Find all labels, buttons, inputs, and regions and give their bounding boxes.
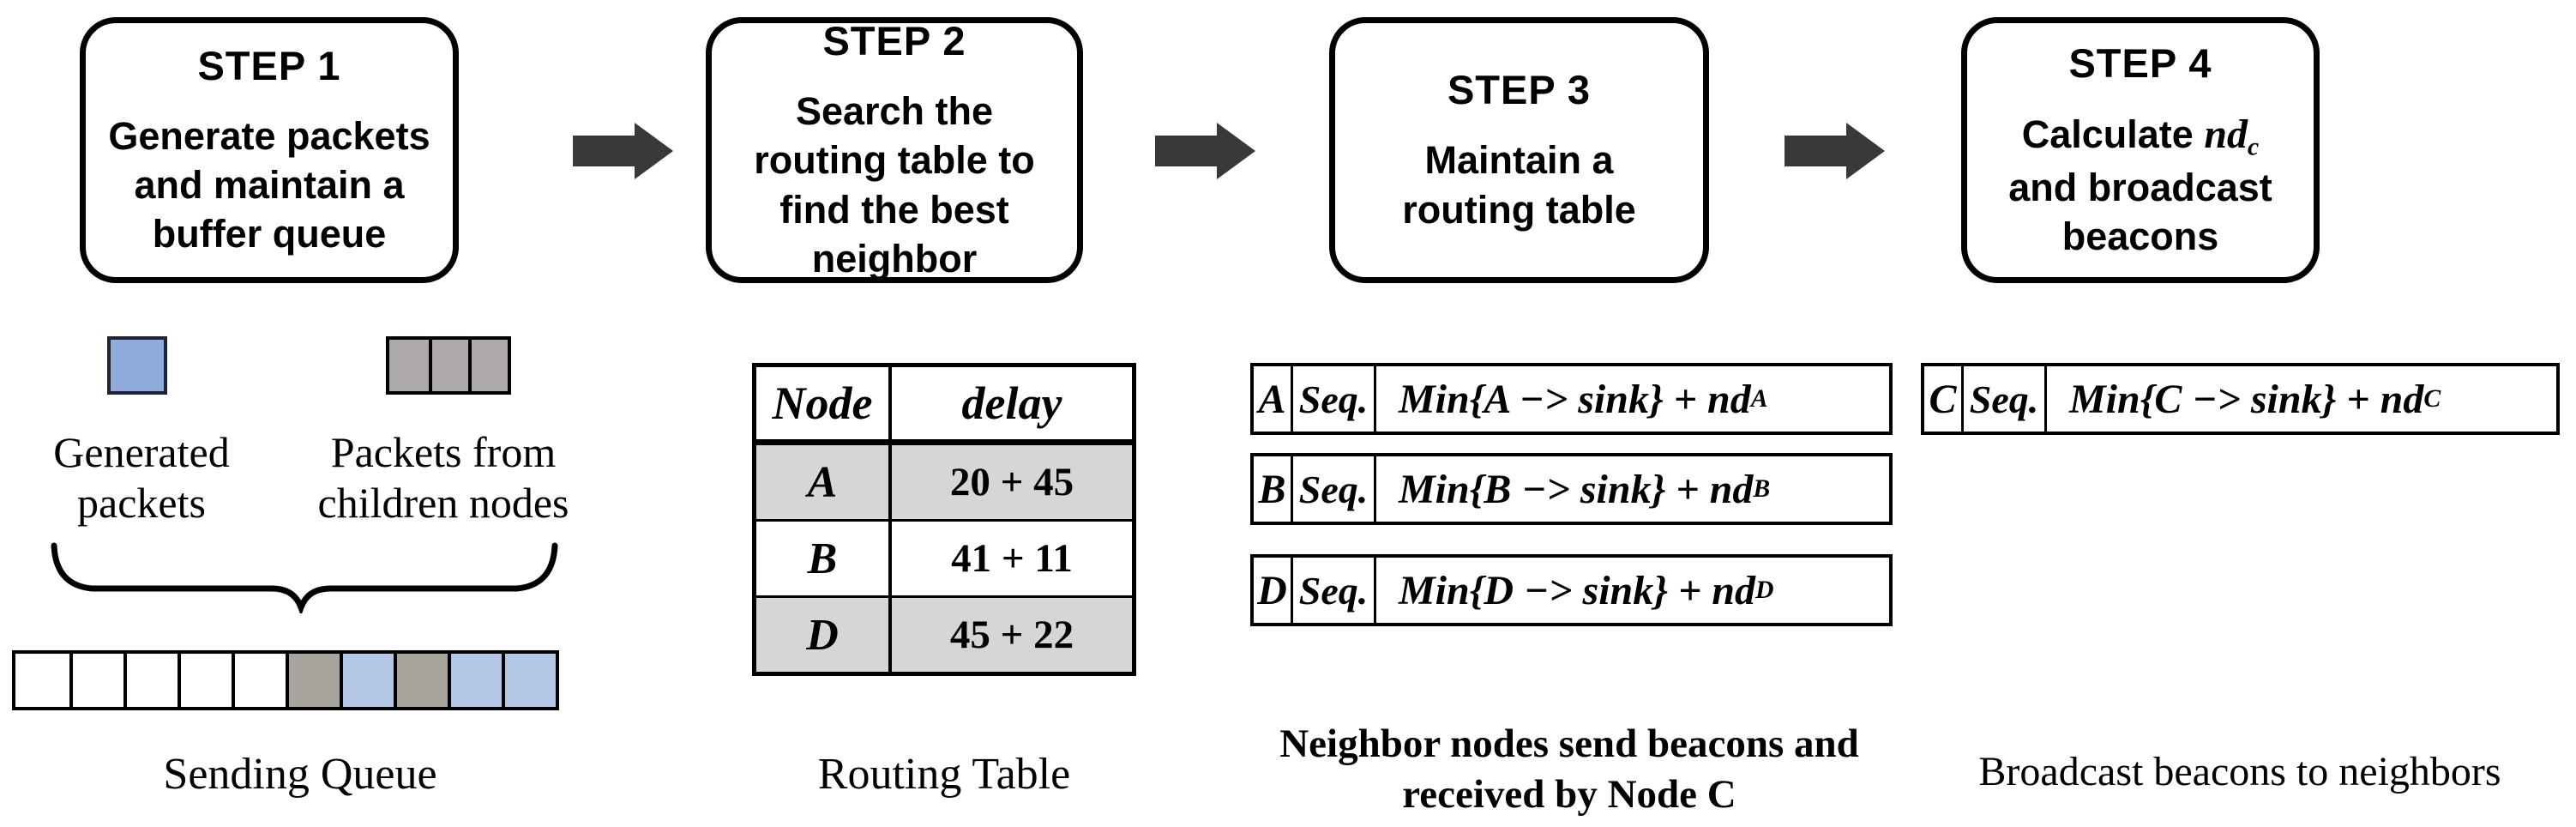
routing-table-row-b: B 41 + 11 <box>756 519 1132 595</box>
step4-description: Calculate ndc and broadcast beacons <box>1983 109 2298 261</box>
queue-cell <box>15 654 69 707</box>
beacon-seq: Seq. <box>1293 558 1376 623</box>
queue-cell <box>123 654 178 707</box>
routing-table: Node delay A 20 + 45 B 41 + 11 D 45 + 22 <box>752 363 1136 676</box>
routing-table-delay: 41 + 11 <box>951 536 1073 581</box>
routing-table-delay: 45 + 22 <box>949 613 1074 657</box>
generated-packet-square <box>107 336 167 395</box>
step4-text-suffix: and broadcast beacons <box>2008 165 2272 259</box>
queue-cell <box>340 654 394 707</box>
routing-table-header-row: Node delay <box>756 367 1132 443</box>
routing-table-caption: Routing Table <box>817 750 1071 799</box>
routing-table-delay: 20 + 45 <box>949 460 1074 504</box>
beacon-seq: Seq. <box>1293 456 1376 522</box>
broadcast-beacons-caption: Broadcast beacons to neighbors <box>1978 749 2501 794</box>
step3-box: STEP 3 Maintain a routing table <box>1329 17 1709 283</box>
queue-cell <box>232 654 286 707</box>
curly-brace <box>51 542 558 613</box>
received-beacons-caption: Neighbor nodes send beacons and received… <box>1279 721 1859 817</box>
step4-box: STEP 4 Calculate ndc and broadcast beaco… <box>1961 17 2320 283</box>
step2-description: Search the routing table to find the bes… <box>754 89 1035 281</box>
routing-table-header-delay: delay <box>961 377 1062 429</box>
children-packet-cell <box>429 340 468 391</box>
beacon-node: C <box>1924 366 1964 432</box>
children-packet-cell <box>468 340 508 391</box>
beacon-node: D <box>1254 558 1293 623</box>
beacon-node: A <box>1254 366 1293 432</box>
beacon-seq: Seq. <box>1293 366 1376 432</box>
queue-cell <box>178 654 232 707</box>
arrow-step2-to-step3-icon <box>1155 123 1255 179</box>
beacon-formula-subscript: A <box>1750 384 1768 413</box>
sending-queue <box>12 650 559 710</box>
routing-table-node: A <box>756 445 892 519</box>
beacon-formula-subscript: B <box>1753 474 1771 503</box>
routing-table-node: D <box>756 598 892 672</box>
step3-description: Maintain a routing table <box>1402 138 1636 232</box>
queue-cell <box>448 654 502 707</box>
queue-cell <box>394 654 448 707</box>
step2-box: STEP 2 Search the routing table to find … <box>706 17 1083 283</box>
step4-text-prefix: Calculate <box>2021 112 2205 156</box>
beacon-formula-text: Min{C −> sink} + nd <box>2069 376 2424 422</box>
nd-subscript: c <box>2248 132 2260 161</box>
generated-packets-label: Generated packets <box>53 428 230 527</box>
beacon-seq: Seq. <box>1964 366 2047 432</box>
beacon-node: B <box>1254 456 1293 522</box>
arrow-step3-to-step4-icon <box>1785 123 1885 179</box>
step3-title: STEP 3 <box>1447 67 1592 113</box>
step1-description: Generate packets and maintain a buffer q… <box>108 113 430 257</box>
routing-table-node: B <box>756 522 892 595</box>
step4-title: STEP 4 <box>2068 39 2212 86</box>
sending-queue-label: Sending Queue <box>163 750 437 799</box>
queue-cell <box>69 654 123 707</box>
beacon-formula-subscript: C <box>2423 384 2441 413</box>
nd-math-term: ndc <box>2204 111 2260 161</box>
routing-table-header-node: Node <box>756 367 892 439</box>
beacon-formula-text: Min{B −> sink} + nd <box>1399 466 1754 512</box>
routing-table-row-d: D 45 + 22 <box>756 595 1132 672</box>
children-packets-label: Packets from children nodes <box>317 428 569 527</box>
beacon-formula-text: Min{A −> sink} + nd <box>1399 376 1751 422</box>
children-packets-bar <box>386 336 511 395</box>
routing-table-row-a: A 20 + 45 <box>756 443 1132 519</box>
queue-cell <box>286 654 340 707</box>
beacon-formula-text: Min{D −> sink} + nd <box>1399 567 1755 613</box>
step1-box: STEP 1 Generate packets and maintain a b… <box>80 17 459 283</box>
queue-cell <box>502 654 556 707</box>
step1-title: STEP 1 <box>197 42 341 88</box>
step2-title: STEP 2 <box>822 18 966 64</box>
nd-symbol: nd <box>2204 111 2248 157</box>
beacon-formula-subscript: D <box>1755 576 1774 604</box>
children-packet-cell <box>389 340 429 391</box>
arrow-step1-to-step2-icon <box>573 123 673 179</box>
